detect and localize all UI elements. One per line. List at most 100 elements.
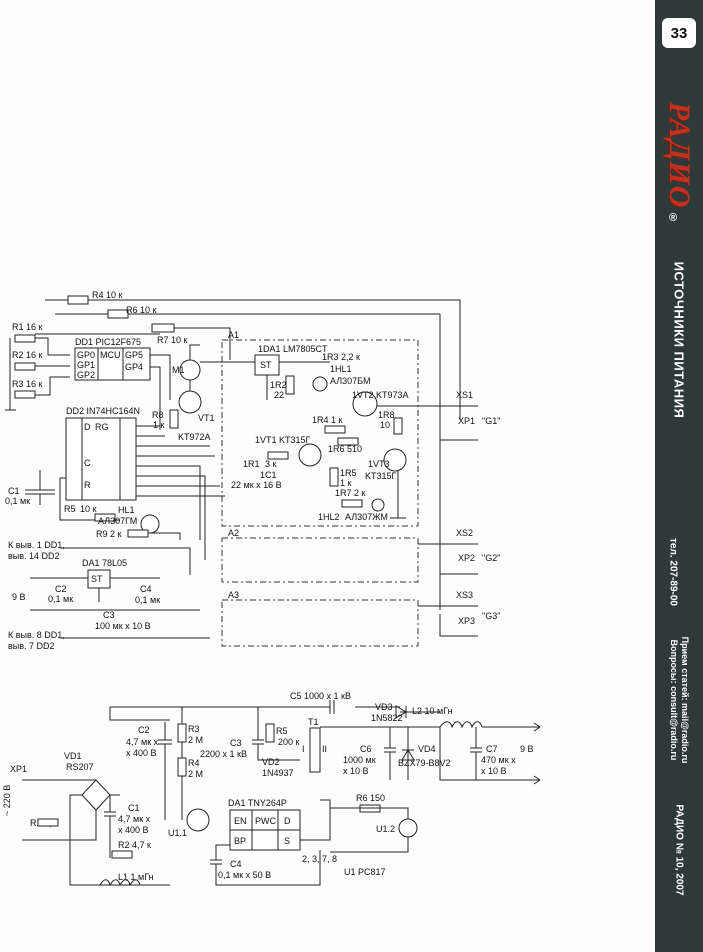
registered-mark: ®	[669, 212, 678, 224]
transistor-1vt2	[352, 391, 378, 417]
svg-text:1R1: 1R1	[243, 459, 260, 469]
svg-text:1R2: 1R2	[270, 380, 287, 390]
svg-text:1 к: 1 к	[340, 478, 352, 488]
svg-text:XP2: XP2	[458, 553, 475, 563]
svg-text:MCU: MCU	[100, 350, 121, 360]
resistor-r6	[107, 309, 129, 319]
svg-text:VT1: VT1	[198, 413, 215, 423]
svg-text:"G1": "G1"	[482, 416, 500, 426]
svg-text:R5: R5	[64, 504, 76, 514]
module-a3	[221, 599, 419, 647]
svg-text:1C1: 1C1	[260, 470, 277, 480]
svg-text:К выв. 8 DD1,: К выв. 8 DD1,	[8, 630, 65, 640]
svg-text:1 к: 1 к	[153, 420, 165, 430]
issue-label: РАДИО № 10, 2007	[673, 804, 685, 896]
svg-text:22 мк x 16 В: 22 мк x 16 В	[231, 480, 282, 490]
contacts-line-2: Вопросы: consult@radio.ru	[669, 639, 679, 761]
svg-text:1R8: 1R8	[378, 410, 395, 420]
svg-text:C4: C4	[140, 584, 152, 594]
svg-text:R8: R8	[152, 410, 164, 420]
svg-text:A3: A3	[228, 590, 239, 600]
svg-text:100 мк x 10 В: 100 мк x 10 В	[95, 621, 151, 631]
svg-text:1R7 2 к: 1R7 2 к	[335, 488, 366, 498]
svg-text:0,1 мк: 0,1 мк	[135, 595, 160, 605]
contacts-line-1: Прием статей: mail@radio.ru	[680, 636, 690, 764]
svg-text:1VT3: 1VT3	[368, 459, 390, 469]
svg-text:GP2: GP2	[77, 370, 95, 380]
svg-text:C: C	[84, 458, 91, 468]
svg-text:R9 2 к: R9 2 к	[96, 529, 122, 539]
svg-text:1R4 1 к: 1R4 1 к	[312, 415, 343, 425]
label-r7: R7 10 к	[157, 335, 188, 345]
svg-text:GP0: GP0	[77, 350, 95, 360]
section-title: ИСТОЧНИКИ ПИТАНИЯ	[671, 261, 687, 419]
svg-text:АЛ307ЖМ: АЛ307ЖМ	[345, 512, 388, 522]
phone-text: тел. 207-89-00	[667, 538, 679, 606]
svg-text:RG: RG	[95, 422, 109, 432]
radio-logo: РАДИО	[655, 60, 703, 250]
label-dd2: DD2 IN74HC164N	[66, 406, 140, 416]
svg-text:К выв. 1 DD1,: К выв. 1 DD1,	[8, 540, 65, 550]
svg-text:"G3": "G3"	[482, 611, 500, 621]
resistor-r4	[67, 295, 89, 305]
led-1hl2	[371, 498, 385, 512]
svg-text:GP1: GP1	[77, 360, 95, 370]
label-dd1: DD1 PIC12F675	[75, 337, 141, 347]
svg-text:C2: C2	[55, 584, 67, 594]
svg-text:HL1: HL1	[118, 505, 135, 515]
svg-text:M1: M1	[172, 365, 185, 375]
contacts-block: Прием статей: mail@radio.ru Вопросы: con…	[668, 637, 690, 764]
transistor-vt1	[178, 390, 202, 414]
svg-text:XP1: XP1	[458, 416, 475, 426]
svg-text:XS2: XS2	[456, 528, 473, 538]
svg-text:9 В: 9 В	[12, 592, 26, 602]
svg-text:C1: C1	[8, 486, 20, 496]
svg-text:A1: A1	[228, 330, 239, 340]
svg-text:1VT2 KT973A: 1VT2 KT973A	[352, 390, 409, 400]
ic-dd1	[74, 347, 151, 381]
transistor-1vt3	[383, 448, 407, 472]
svg-text:C3: C3	[103, 610, 115, 620]
svg-text:KT972A: KT972A	[178, 432, 211, 442]
svg-text:XS3: XS3	[456, 590, 473, 600]
svg-text:D: D	[84, 422, 91, 432]
svg-text:A2: A2	[228, 528, 239, 538]
led-1hl1	[312, 376, 328, 392]
svg-text:АЛ307БМ: АЛ307БМ	[330, 376, 371, 386]
logo-text: РАДИО	[663, 101, 696, 209]
svg-text:1VT1 KT315Г: 1VT1 KT315Г	[255, 435, 311, 445]
svg-text:10: 10	[380, 420, 390, 430]
label-r1: R1 16 к	[12, 322, 43, 332]
svg-text:1R3 2,2 к: 1R3 2,2 к	[322, 352, 360, 362]
svg-text:GP5: GP5	[125, 350, 143, 360]
transistor-1vt1	[298, 443, 322, 467]
svg-text:10 к: 10 к	[80, 504, 97, 514]
svg-text:АЛ307ГМ: АЛ307ГМ	[98, 516, 137, 526]
svg-text:1R5: 1R5	[340, 468, 357, 478]
svg-text:R: R	[84, 480, 91, 490]
label-r4: R4 10 к	[92, 290, 123, 300]
svg-text:XP3: XP3	[458, 616, 475, 626]
svg-text:1R6 510: 1R6 510	[328, 444, 362, 454]
ic-dd2	[65, 417, 137, 501]
magazine-sidebar	[655, 0, 703, 952]
svg-text:1DA1 LM7805CT: 1DA1 LM7805CT	[258, 344, 328, 354]
svg-text:DA1 78L05: DA1 78L05	[82, 558, 127, 568]
svg-text:1HL1: 1HL1	[330, 364, 352, 374]
svg-text:XS1: XS1	[456, 390, 473, 400]
svg-text:1HL2: 1HL2	[318, 512, 340, 522]
label-r3: R3 16 к	[12, 379, 43, 389]
svg-text:22: 22	[274, 390, 284, 400]
schematic-diagram-1: R4 10 к R6 10 к R1 16 к R7 10 к R2 16 к …	[5, 290, 500, 651]
svg-text:выв. 7 DD2: выв. 7 DD2	[8, 641, 55, 651]
svg-text:KT315Г: KT315Г	[365, 471, 397, 481]
label-r6: R6 10 к	[126, 305, 157, 315]
module-a2	[221, 537, 419, 583]
svg-text:выв. 14 DD2: выв. 14 DD2	[8, 551, 60, 561]
label-r2: R2 16 к	[12, 350, 43, 360]
svg-text:"G2": "G2"	[482, 553, 500, 563]
resistor-r7	[151, 323, 175, 333]
svg-text:ST: ST	[260, 360, 272, 370]
svg-text:0,1 мк: 0,1 мк	[5, 496, 30, 506]
